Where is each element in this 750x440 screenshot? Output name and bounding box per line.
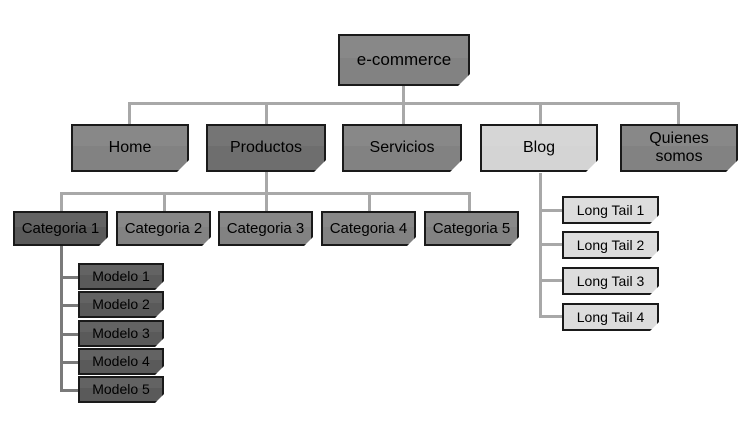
node-modelo-5-label: Modelo 5 <box>92 381 150 398</box>
node-long-tail-4[interactable]: Long Tail 4 <box>562 303 659 331</box>
node-categoria-1-label: Categoria 1 <box>21 219 100 237</box>
node-blog[interactable]: Blog <box>480 124 598 172</box>
node-long-tail-2-label: Long Tail 2 <box>576 236 645 253</box>
connector-productos-stem <box>265 172 268 194</box>
connector-drop-categoria-5 <box>468 192 471 212</box>
connector-stub-modelo-4 <box>60 361 78 364</box>
connector-stub-modelo-5 <box>60 389 78 392</box>
node-categoria-4-label: Categoria 4 <box>329 219 408 237</box>
connector-stub-modelo-3 <box>60 333 78 336</box>
node-long-tail-3[interactable]: Long Tail 3 <box>562 267 659 295</box>
connector-drop-categoria-2 <box>163 192 166 212</box>
node-categoria-4[interactable]: Categoria 4 <box>321 211 416 246</box>
connector-stub-long-tail-1 <box>539 209 562 212</box>
node-productos-label: Productos <box>229 138 303 156</box>
node-root-ecommerce[interactable]: e-commerce <box>338 34 470 86</box>
node-categoria-2-label: Categoria 2 <box>124 219 203 237</box>
connector-drop-blog <box>539 102 542 126</box>
node-long-tail-3-label: Long Tail 3 <box>576 272 645 289</box>
node-home-label: Home <box>108 138 152 156</box>
node-long-tail-4-label: Long Tail 4 <box>576 308 645 325</box>
connector-drop-categoria-1 <box>60 192 63 212</box>
connector-stub-long-tail-3 <box>539 279 562 282</box>
node-modelo-3[interactable]: Modelo 3 <box>78 320 164 347</box>
node-modelo-4[interactable]: Modelo 4 <box>78 348 164 375</box>
node-long-tail-1[interactable]: Long Tail 1 <box>562 196 659 224</box>
node-modelo-4-label: Modelo 4 <box>92 353 150 370</box>
node-modelo-3-label: Modelo 3 <box>92 325 150 342</box>
node-productos[interactable]: Productos <box>206 124 326 172</box>
node-servicios[interactable]: Servicios <box>342 124 462 172</box>
node-modelo-1[interactable]: Modelo 1 <box>78 263 164 290</box>
node-blog-label: Blog <box>522 138 556 156</box>
node-quienes-somos-line1: Quienes <box>649 129 709 147</box>
node-categoria-5[interactable]: Categoria 5 <box>424 211 519 246</box>
node-categoria-3-label: Categoria 3 <box>226 219 305 237</box>
connector-drop-servicios <box>402 102 405 126</box>
connector-root-stem <box>402 86 405 104</box>
node-modelo-2-label: Modelo 2 <box>92 296 150 313</box>
node-categoria-3[interactable]: Categoria 3 <box>218 211 313 246</box>
node-categoria-5-label: Categoria 5 <box>432 219 511 237</box>
connector-stub-long-tail-2 <box>539 243 562 246</box>
connector-drop-categoria-4 <box>368 192 371 212</box>
connector-stub-modelo-2 <box>60 304 78 307</box>
node-home[interactable]: Home <box>71 124 189 172</box>
node-quienes-somos-line2: somos <box>655 148 703 165</box>
node-quienes-somos-label: Quienes somos <box>643 130 715 167</box>
connector-drop-quienes-somos <box>677 102 680 126</box>
node-quienes-somos[interactable]: Quienes somos <box>620 124 738 172</box>
connector-stub-long-tail-4 <box>539 315 562 318</box>
connector-drop-productos <box>265 102 268 126</box>
connector-modelos-spine <box>60 246 63 389</box>
node-categoria-1[interactable]: Categoria 1 <box>13 211 108 246</box>
node-modelo-5[interactable]: Modelo 5 <box>78 376 164 403</box>
node-servicios-label: Servicios <box>369 138 435 156</box>
node-long-tail-1-label: Long Tail 1 <box>576 201 645 218</box>
node-modelo-1-label: Modelo 1 <box>92 268 150 285</box>
connector-drop-home <box>128 102 131 126</box>
node-modelo-2[interactable]: Modelo 2 <box>78 291 164 318</box>
connector-drop-categoria-3 <box>265 192 268 212</box>
node-categoria-2[interactable]: Categoria 2 <box>116 211 211 246</box>
node-long-tail-2[interactable]: Long Tail 2 <box>562 231 659 259</box>
node-root-label: e-commerce <box>356 50 452 70</box>
connector-stub-modelo-1 <box>60 276 78 279</box>
